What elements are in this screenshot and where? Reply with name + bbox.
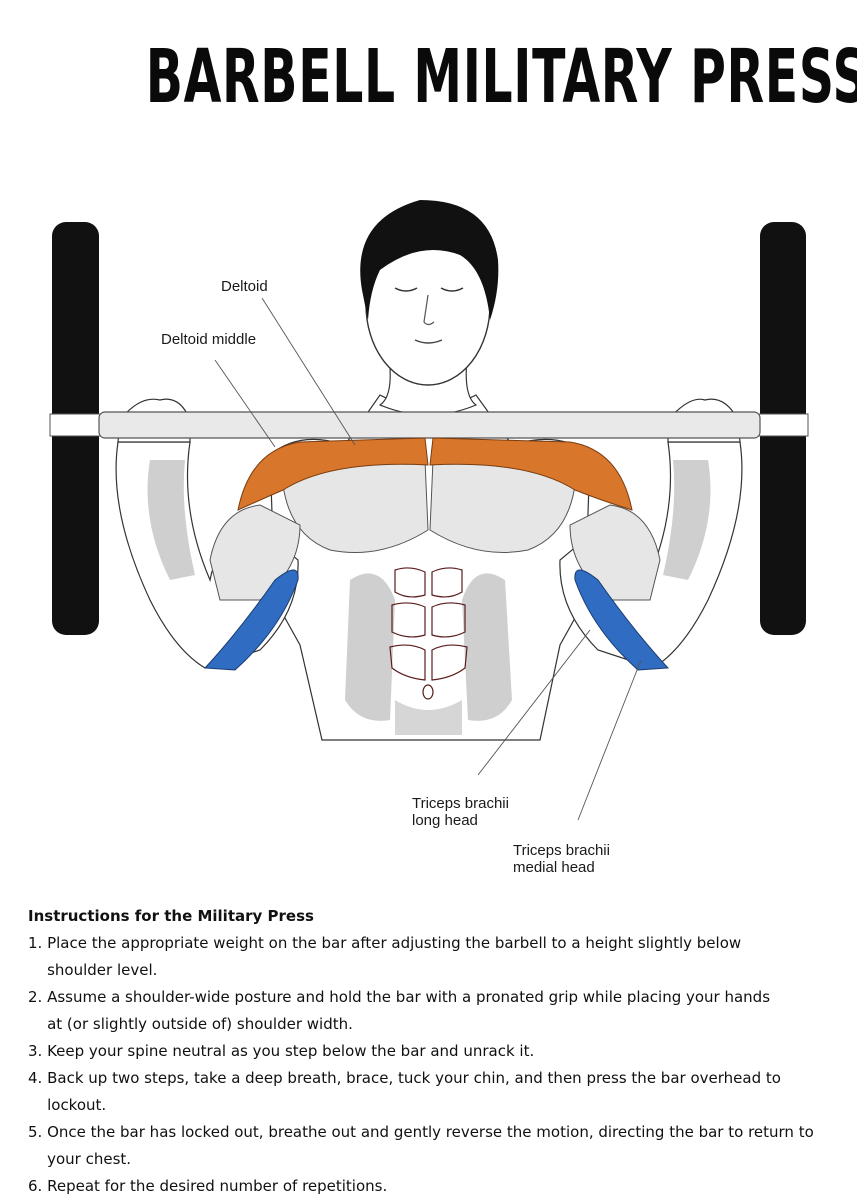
step-text: Back up two steps, take a deep breath, b…: [47, 1069, 781, 1114]
leader-lines: [214, 297, 642, 821]
label-triceps-long-line2: long head: [412, 812, 478, 829]
head: [360, 200, 499, 386]
label-triceps-medial-line2: medial head: [513, 859, 595, 876]
left-triceps: [203, 569, 299, 671]
label-triceps-long-head: Triceps brachii long head: [412, 795, 509, 829]
step-text: Once the bar has locked out, breathe out…: [47, 1123, 814, 1168]
step-number: 1.: [28, 934, 43, 952]
instruction-step: 1. Place the appropriate weight on the b…: [28, 930, 843, 984]
instruction-step: 5. Once the bar has locked out, breathe …: [28, 1119, 843, 1173]
step-text: Repeat for the desired number of repetit…: [47, 1177, 388, 1195]
instructions-heading: Instructions for the Military Press: [28, 907, 314, 925]
label-deltoid-middle: Deltoid middle: [161, 331, 257, 348]
right-deltoid: [429, 437, 633, 511]
label-triceps-medial-head: Triceps brachii medial head: [513, 842, 610, 876]
step-number: 3.: [28, 1042, 43, 1060]
instruction-step: 6. Repeat for the desired number of repe…: [28, 1173, 843, 1200]
right-triceps: [574, 569, 670, 671]
page-title: BARBELL MILITARY PRESS: [145, 34, 857, 120]
abdominals: [389, 567, 468, 700]
step-number: 4.: [28, 1069, 43, 1087]
instructions-section: Instructions for the Military Press 1. P…: [28, 903, 843, 1200]
left-deltoid: [237, 437, 429, 511]
illustration-svg: [49, 200, 809, 821]
instruction-step: 2. Assume a shoulder-wide posture and ho…: [28, 984, 843, 1038]
step-text: Keep your spine neutral as you step belo…: [47, 1042, 535, 1060]
step-text: Assume a shoulder-wide posture and hold …: [47, 988, 771, 1033]
step-text: Place the appropriate weight on the bar …: [47, 934, 742, 979]
instruction-step: 3. Keep your spine neutral as you step b…: [28, 1038, 843, 1065]
step-number: 6.: [28, 1177, 43, 1195]
label-deltoid: Deltoid: [221, 278, 268, 295]
label-triceps-medial-line1: Triceps brachii: [513, 842, 610, 859]
exercise-illustration: Deltoid Deltoid middle Triceps brachii l…: [0, 180, 857, 900]
instruction-step: 4. Back up two steps, take a deep breath…: [28, 1065, 843, 1119]
barbell-bar: [98, 411, 761, 439]
label-triceps-long-line1: Triceps brachii: [412, 795, 509, 812]
step-number: 2.: [28, 988, 43, 1006]
step-number: 5.: [28, 1123, 43, 1141]
